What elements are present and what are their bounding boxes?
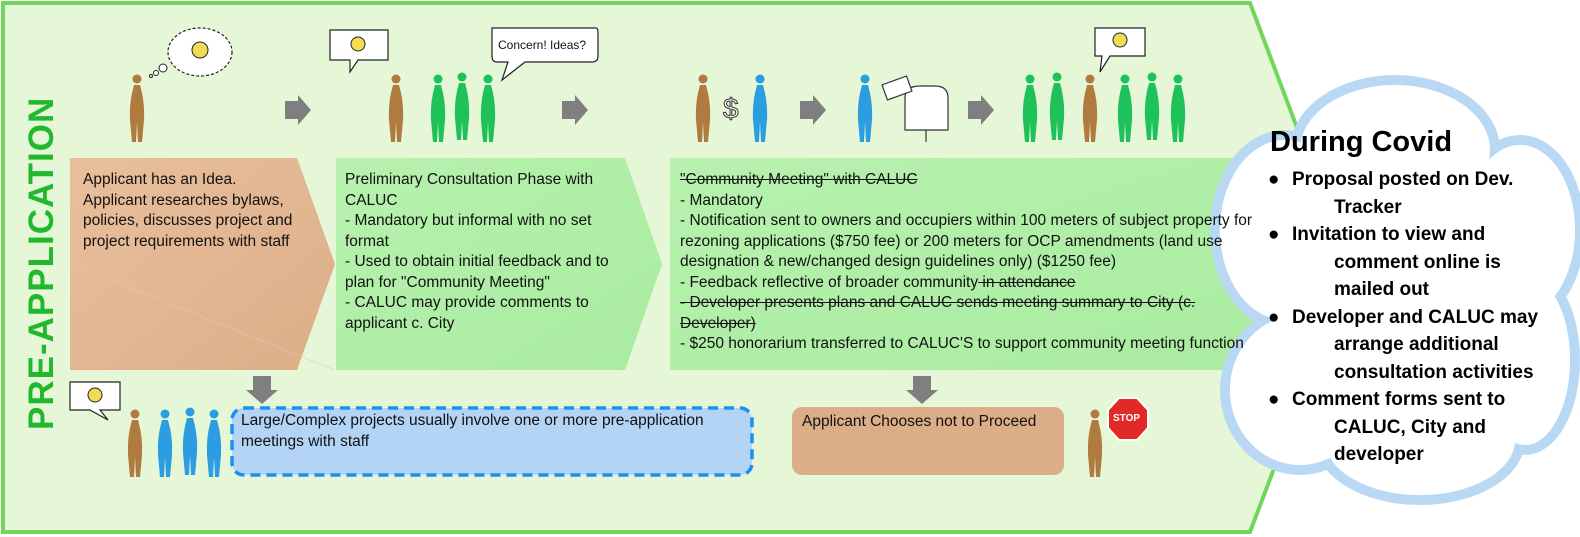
stage1-line: project requirements with staff <box>83 232 290 250</box>
covid-item-text: Proposal posted on Dev. <box>1292 169 1514 190</box>
down-arrow-1 <box>246 376 278 404</box>
covid-item-text: developer <box>1334 444 1424 465</box>
stage2-text: Preliminary Consultation Phase with CALU… <box>345 170 609 334</box>
stage3-heading: "Community Meeting" with CALUC <box>680 171 918 188</box>
flow-arrow-2 <box>562 95 588 125</box>
stage2-line: plan for "Community Meeting" <box>345 273 550 291</box>
stage3-mandatory: - Mandatory <box>680 191 763 209</box>
stage3-notification-line: rezoning applications ($750 fee) or 200 … <box>680 232 1223 250</box>
stage3-developer-line: Developer) <box>680 314 756 332</box>
flow-arrow-1 <box>285 95 311 125</box>
flow-arrow-3 <box>800 95 826 125</box>
stage1-box <box>70 158 335 370</box>
feedback-struck-text: in attendance <box>978 273 1076 291</box>
covid-item: ● Comment forms sent to CALUC, City and … <box>1268 386 1573 469</box>
covid-item: ● Invitation to view and comment online … <box>1268 221 1573 304</box>
covid-item-text: Invitation to view and <box>1292 224 1486 245</box>
speech-bubble-text: Concern! Ideas? <box>498 38 587 52</box>
covid-item-text: arrange additional <box>1334 334 1499 355</box>
section-title: PRE-APPLICATION <box>22 96 61 430</box>
stage1-line: Applicant has an Idea. <box>83 171 237 188</box>
covid-item-text: consultation activities <box>1334 361 1534 383</box>
covid-item-text: mailed out <box>1334 279 1430 300</box>
stage1-line: policies, discusses project and <box>83 212 293 229</box>
large-projects-line: Large/Complex projects usually involve o… <box>241 412 704 429</box>
bullet-icon: ● <box>1268 306 1280 328</box>
covid-item-text: Comment forms sent to <box>1292 389 1506 410</box>
stage3-feedback: - Feedback reflective of broader communi… <box>680 273 1252 294</box>
stage1-text: Applicant has an Idea. Applicant researc… <box>83 170 292 252</box>
feedback-text: - Feedback reflective of broader communi… <box>680 273 979 291</box>
stage2-line: applicant c. City <box>345 314 455 332</box>
svg-text:$: $ <box>723 93 739 124</box>
stage2-line: Preliminary Consultation Phase with <box>345 171 594 188</box>
stage2-line: format <box>345 232 389 250</box>
stage3-text: "Community Meeting" with CALUC - Mandato… <box>680 170 1252 355</box>
stop-sign-icon <box>1107 397 1149 441</box>
bullet-icon: ● <box>1268 169 1280 190</box>
stage3-notification-line: designation & new/changed design guideli… <box>680 253 1117 270</box>
not-proceed-text: Applicant Chooses not to Proceed <box>802 413 1037 430</box>
stage1-line: Applicant researches bylaws, <box>83 191 284 209</box>
mailbox-icon <box>881 75 949 142</box>
stage3-honorarium: - $250 honorarium transferred to CALUC'S… <box>680 335 1244 352</box>
stage3-notification-line: - Notification sent to owners and occupi… <box>680 212 1253 229</box>
covid-item: ● Developer and CALUC may arrange additi… <box>1268 304 1573 387</box>
covid-list: ● Proposal posted on Dev. Tracker ● Invi… <box>1268 166 1573 469</box>
covid-item-text: comment online is <box>1334 251 1501 273</box>
stage3-developer-line: - Developer presents plans and CALUC sen… <box>680 294 1196 311</box>
concern-speech-bubble <box>491 27 599 82</box>
covid-item-text: Tracker <box>1334 196 1402 218</box>
large-projects-box <box>230 406 754 477</box>
covid-title: During Covid <box>1270 126 1453 158</box>
down-arrow-2 <box>906 376 938 404</box>
covid-item-text: Developer and CALUC may <box>1292 306 1539 328</box>
stage3-box <box>670 158 1325 370</box>
not-proceed-box <box>792 407 1064 475</box>
stage2-box <box>336 158 662 370</box>
stage2-line: CALUC <box>345 191 398 209</box>
stop-sign-label: STOP <box>1113 413 1141 424</box>
bullet-icon: ● <box>1268 224 1280 245</box>
large-projects-text: Large/Complex projects usually involve o… <box>241 411 704 452</box>
stage2-line: - CALUC may provide comments to <box>345 294 589 311</box>
stage2-line: - Used to obtain initial feedback and to <box>345 253 609 270</box>
stage2-line: - Mandatory but informal with no set <box>345 212 592 229</box>
bullet-icon: ● <box>1268 389 1280 410</box>
flow-arrow-4 <box>968 95 994 125</box>
covid-item-text: CALUC, City and <box>1334 416 1486 438</box>
large-projects-line: meetings with staff <box>241 432 370 450</box>
covid-item: ● Proposal posted on Dev. Tracker <box>1268 166 1573 221</box>
